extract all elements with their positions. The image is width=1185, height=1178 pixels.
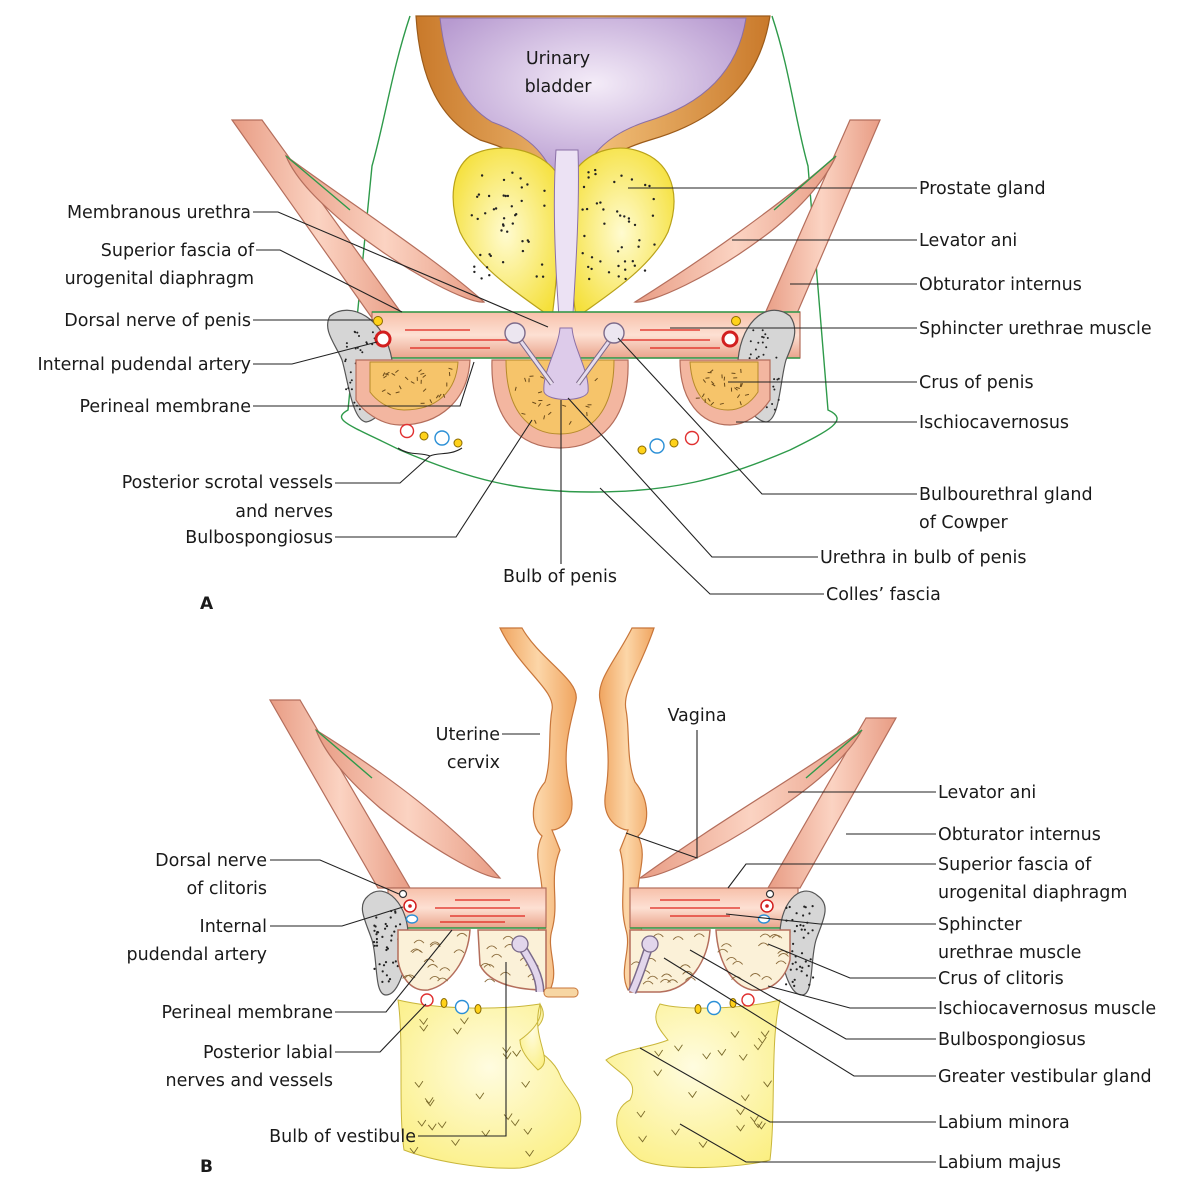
urinary-bladder-label-1: Urinary <box>526 49 590 69</box>
label-internal-pudendal-b-2: pudendal artery <box>126 945 267 965</box>
panel-letter-a: A <box>200 594 214 614</box>
label-bulbourethral-1: Bulbourethral gland <box>919 485 1093 505</box>
label-internal-pudendal-a: Internal pudendal artery <box>37 355 251 375</box>
label-levator-ani-b: Levator ani <box>938 783 1036 803</box>
label-vagina: Vagina <box>667 706 726 726</box>
label-perineal-membrane-a: Perineal membrane <box>79 397 251 417</box>
label-superior-fascia-b-1: Superior fascia of <box>938 855 1092 875</box>
label-dorsal-nerve-penis: Dorsal nerve of penis <box>64 311 251 331</box>
label-crus-of-penis: Crus of penis <box>919 373 1034 393</box>
label-posterior-labial-2: nerves and vessels <box>166 1071 333 1091</box>
label-internal-pudendal-b-1: Internal <box>200 917 267 937</box>
label-greater-vestibular: Greater vestibular gland <box>938 1067 1152 1087</box>
label-crus-of-clitoris: Crus of clitoris <box>938 969 1064 989</box>
label-superior-fascia-b-2: urogenital diaphragm <box>938 883 1127 903</box>
label-bulbourethral-2: of Cowper <box>919 513 1009 533</box>
label-obturator-internus-b: Obturator internus <box>938 825 1101 845</box>
label-sphincter-b-2: urethrae muscle <box>938 943 1081 963</box>
label-urethra-in-bulb: Urethra in bulb of penis <box>820 548 1026 568</box>
panel-b: Uterine cervix Vagina Dorsal nerve of cl… <box>126 628 1156 1177</box>
panel-a: Urinary bladder <box>37 16 1151 614</box>
label-sphincter-a: Sphincter urethrae muscle <box>919 319 1152 339</box>
label-obturator-internus-a: Obturator internus <box>919 275 1082 295</box>
crus-of-clitoris-left <box>398 930 470 990</box>
label-uterine-cervix-2: cervix <box>447 753 500 773</box>
label-uterine-cervix-1: Uterine <box>436 725 500 745</box>
label-posterior-scrotal-1: Posterior scrotal vessels <box>122 473 333 493</box>
label-ischiocavernosus-b: Ischiocavernosus muscle <box>938 999 1156 1019</box>
label-sphincter-b-1: Sphincter <box>938 915 1023 935</box>
label-superior-fascia-a-1: Superior fascia of <box>101 241 255 261</box>
label-levator-ani-a: Levator ani <box>919 231 1017 251</box>
label-dorsal-nerve-clitoris-1: Dorsal nerve <box>155 851 267 871</box>
label-prostate-gland: Prostate gland <box>919 179 1046 199</box>
labium-right <box>606 1000 780 1168</box>
label-bulb-of-vestibule: Bulb of vestibule <box>269 1127 416 1147</box>
label-posterior-labial-1: Posterior labial <box>203 1043 333 1063</box>
label-perineal-membrane-b: Perineal membrane <box>161 1003 333 1023</box>
label-superior-fascia-a-2: urogenital diaphragm <box>65 269 254 289</box>
label-bulbospongiosus-b: Bulbospongiosus <box>938 1030 1086 1050</box>
label-labium-majus: Labium majus <box>938 1153 1061 1173</box>
obturator-internus-left <box>232 120 405 318</box>
label-ischiocavernosus-a: Ischiocavernosus <box>919 413 1069 433</box>
label-dorsal-nerve-clitoris-2: of clitoris <box>186 879 267 899</box>
labium-left <box>398 1000 581 1168</box>
label-posterior-scrotal-2: and nerves <box>235 502 333 522</box>
label-bulb-of-penis: Bulb of penis <box>503 567 617 587</box>
label-membranous-urethra: Membranous urethra <box>67 203 251 223</box>
label-colles-fascia: Colles’ fascia <box>826 585 941 605</box>
panel-letter-b: B <box>200 1157 213 1177</box>
label-bulbospongiosus-a: Bulbospongiosus <box>185 528 333 548</box>
urinary-bladder-label-2: bladder <box>525 77 593 97</box>
label-labium-minora: Labium minora <box>938 1113 1070 1133</box>
